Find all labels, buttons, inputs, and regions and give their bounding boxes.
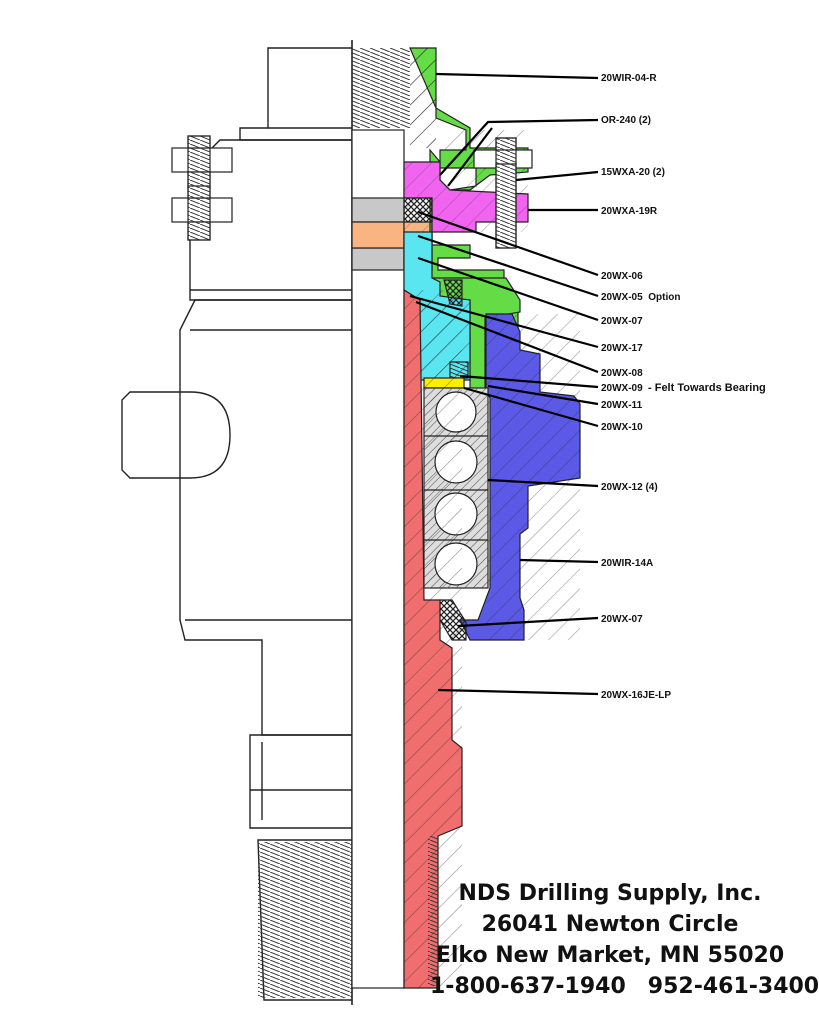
- leader-20wx-17: [409, 294, 599, 349]
- label-20wx-05: 20WX-05 Option: [601, 292, 680, 303]
- label-20wx-07-upper: 20WX-07: [601, 316, 643, 327]
- company-street: 26041 Newton Circle: [481, 912, 739, 937]
- company-city: Elko New Market, MN 55020: [435, 943, 785, 968]
- swivel-cross-section-diagram: 20WIR-04-R OR-240 (2) 15WXA-20 (2) 20WXA…: [121, 40, 766, 1005]
- leader-20wx-12: [487, 478, 599, 488]
- label-20wx-17: 20WX-17: [601, 343, 643, 354]
- leader-20wir-14a: [519, 558, 599, 564]
- company-info: NDS Drilling Supply, Inc. 26041 Newton C…: [430, 878, 819, 1002]
- label-20wir-14a: 20WIR-14A: [601, 558, 653, 569]
- seal-upper: [403, 197, 433, 223]
- leader-lines: [409, 72, 599, 696]
- label-20wir-04-r: 20WIR-04-R: [601, 73, 657, 84]
- label-20wxa-19r: 20WXA-19R: [601, 206, 658, 217]
- company-phone-2: 952-461-3400: [647, 974, 819, 999]
- right-bolt: [473, 137, 533, 249]
- label-20wx-11: 20WX-11: [601, 400, 643, 411]
- leader-20wx-07-lower: [457, 616, 599, 628]
- leader-20wx-07-upper: [417, 256, 599, 322]
- leader-20wx-11: [487, 384, 599, 406]
- leader-20wx-16je-lp: [437, 688, 599, 696]
- label-or-240: OR-240 (2): [601, 115, 651, 126]
- label-20wx-09-note: - Felt Towards Bearing: [648, 382, 766, 394]
- company-name: NDS Drilling Supply, Inc.: [458, 881, 762, 906]
- leader-or-240-b: [447, 127, 493, 187]
- label-20wx-16je-lp: 20WX-16JE-LP: [601, 690, 671, 701]
- label-20wx-12: 20WX-12 (4): [601, 482, 658, 493]
- leader-20wx-08: [415, 300, 599, 374]
- label-15wxa-20: 15WXA-20 (2): [601, 167, 665, 178]
- leader-15wxa-20: [515, 170, 599, 182]
- leader-20wx-10: [463, 386, 599, 428]
- leader-or-240: [439, 118, 599, 176]
- label-20wx-06: 20WX-06: [601, 271, 643, 282]
- leader-20wx-06: [417, 210, 599, 277]
- orange-ring: [351, 221, 405, 249]
- leader-20wx-09: [459, 374, 599, 389]
- packing-ring-upper: [351, 197, 405, 223]
- label-20wx-09: 20WX-09: [601, 383, 643, 394]
- label-20wx-10: 20WX-10: [601, 422, 643, 433]
- label-20wx-07-lower: 20WX-07: [601, 614, 643, 625]
- right-section: [351, 47, 581, 989]
- packing-ring-lower: [351, 247, 405, 271]
- label-20wx-08: 20WX-08: [601, 368, 643, 379]
- company-phone-1: 1-800-637-1940: [430, 974, 626, 999]
- company-phones: 1-800-637-1940 952-461-3400: [430, 971, 819, 1002]
- left-bolts: [171, 135, 233, 241]
- pin-threads-left: [258, 48, 410, 998]
- leader-20wx-05: [417, 234, 599, 298]
- part-labels: 20WIR-04-R OR-240 (2) 15WXA-20 (2) 20WXA…: [601, 73, 766, 701]
- leader-20wir-04-r: [435, 72, 599, 80]
